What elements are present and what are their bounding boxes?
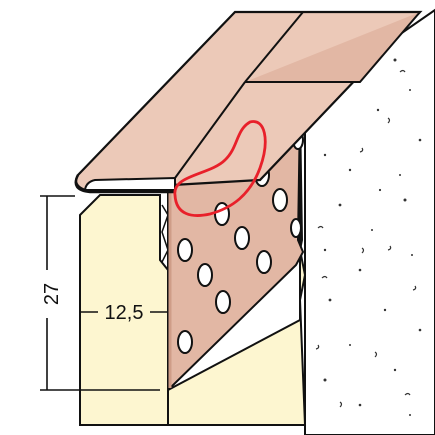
wall-texture-dots — [323, 58, 422, 416]
perforation-hole — [290, 218, 302, 238]
perforation-hole — [234, 226, 250, 250]
width-dimension-label: 12,5 — [105, 302, 144, 324]
perforation-hole — [256, 250, 272, 274]
perforation-hole — [177, 330, 193, 354]
perforation-hole — [177, 238, 193, 262]
height-dimension — [40, 195, 160, 391]
wall-texture-marks — [315, 69, 417, 408]
highlight-annotation — [173, 120, 267, 217]
perforation-hole — [197, 263, 213, 287]
perforation-hole — [215, 290, 231, 314]
height-dimension-label: 27 — [41, 283, 63, 305]
perforation-hole — [272, 188, 288, 212]
drip-edge-cap — [74, 10, 423, 194]
